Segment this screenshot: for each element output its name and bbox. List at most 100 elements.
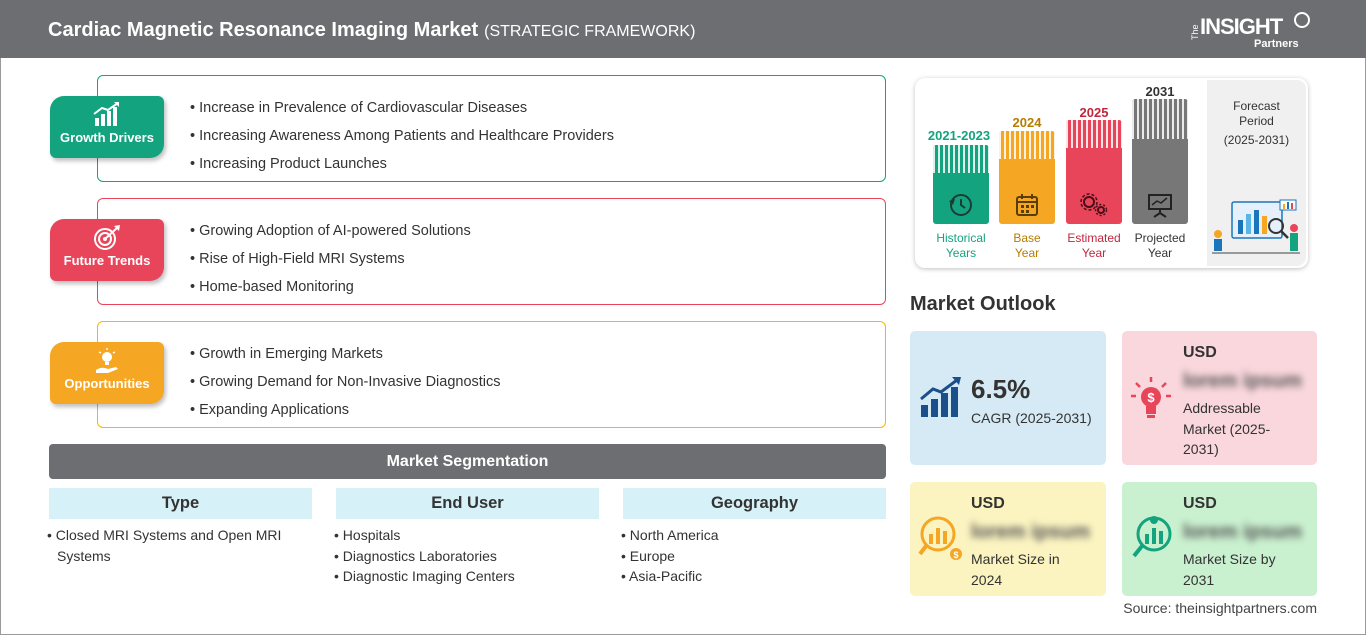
page-title: Cardiac Magnetic Resonance Imaging Marke… bbox=[48, 19, 695, 42]
analytics-illustration-icon bbox=[1212, 199, 1300, 254]
label-line: 2031 bbox=[1183, 571, 1215, 588]
magnifier-chart-icon: $ bbox=[918, 516, 962, 560]
market-size-2024-tile: USD lorem ipsum $ Market Size in 2024 bbox=[910, 482, 1106, 596]
calendar-icon bbox=[1016, 194, 1038, 216]
bar-stripes bbox=[1066, 120, 1122, 148]
label-line: Market Size by bbox=[1183, 551, 1276, 567]
segment-heading-type: Type bbox=[49, 488, 312, 519]
year-label-historical: 2021-2023 bbox=[927, 128, 991, 143]
future-trends-list: Growing Adoption of AI-powered Solutions… bbox=[190, 217, 471, 301]
list-item: Rise of High-Field MRI Systems bbox=[190, 245, 471, 273]
label-line: 2024 bbox=[971, 571, 1003, 588]
label-line: Market (2025- bbox=[1183, 420, 1271, 437]
source-credit: Source: theinsightpartners.com bbox=[1123, 600, 1317, 616]
page-subtitle: (STRATEGIC FRAMEWORK) bbox=[484, 23, 696, 40]
list-item: Diagnostics Laboratories bbox=[334, 546, 599, 567]
opportunities-box: Growth in Emerging Markets Growing Deman… bbox=[97, 321, 886, 428]
caption-line: Estimated bbox=[1067, 231, 1121, 245]
list-item: Growing Adoption of AI-powered Solutions bbox=[190, 217, 471, 245]
segment-list-type: Closed MRI Systems and Open MRI Systems bbox=[47, 525, 312, 566]
target-icon bbox=[94, 225, 120, 250]
cagr-tile: 6.5% CAGR (2025-2031) bbox=[910, 331, 1106, 465]
list-item: Expanding Applications bbox=[190, 396, 501, 424]
list-item: Asia-Pacific bbox=[621, 566, 886, 587]
bar-projected bbox=[1132, 99, 1188, 224]
forecast-label-2: Period bbox=[1239, 114, 1274, 128]
bar-historical bbox=[933, 145, 989, 224]
caption-historical: Historical Years bbox=[919, 231, 1003, 261]
list-item: Increase in Prevalence of Cardiovascular… bbox=[190, 94, 614, 122]
opportunities-list: Growth in Emerging Markets Growing Deman… bbox=[190, 340, 501, 424]
caption-line: Year bbox=[1147, 246, 1173, 260]
growth-drivers-badge: Growth Drivers bbox=[50, 96, 164, 158]
caption-projected: Projected Year bbox=[1128, 231, 1192, 261]
badge-label: Future Trends bbox=[63, 253, 151, 268]
segmentation-title: Market Segmentation bbox=[49, 444, 886, 479]
opportunities-badge: Opportunities bbox=[50, 342, 164, 404]
currency-label: USD bbox=[1183, 344, 1217, 361]
year-label-estimated: 2025 bbox=[1079, 105, 1109, 120]
list-item: Hospitals bbox=[334, 525, 599, 546]
label-line: Addressable bbox=[1183, 400, 1261, 416]
addressable-market-tile: USD lorem ipsum $ Addressable Market (20… bbox=[1122, 331, 1317, 465]
logo-the: The bbox=[1190, 24, 1200, 40]
market-size-2024-label: Market Size in 2024 bbox=[971, 549, 1060, 590]
growth-drivers-list: Increase in Prevalence of Cardiovascular… bbox=[190, 94, 614, 178]
forecast-label-1: Forecast bbox=[1233, 99, 1280, 113]
growth-drivers-box: Increase in Prevalence of Cardiovascular… bbox=[97, 75, 886, 182]
market-outlook-title: Market Outlook bbox=[910, 293, 1056, 315]
list-item: Increasing Awareness Among Patients and … bbox=[190, 122, 614, 150]
lightbulb-dollar-icon: $ bbox=[1131, 377, 1171, 418]
caption-line: Year bbox=[1081, 246, 1107, 260]
list-item: Increasing Product Launches bbox=[190, 150, 614, 178]
segment-list-end-user: Hospitals Diagnostics Laboratories Diagn… bbox=[334, 525, 599, 587]
lightbulb-hand-icon bbox=[96, 348, 118, 373]
caption-estimated: Estimated Year bbox=[1059, 231, 1129, 261]
badge-label: Growth Drivers bbox=[60, 130, 154, 145]
blurred-value: lorem ipsum bbox=[971, 521, 1090, 543]
logo-partners: Partners bbox=[1254, 38, 1299, 50]
segment-heading-geography: Geography bbox=[623, 488, 886, 519]
caption-base: Base Year bbox=[999, 231, 1055, 261]
cagr-value: 6.5% bbox=[971, 374, 1031, 404]
label-line: 2031) bbox=[1183, 441, 1219, 457]
currency-label: USD bbox=[971, 495, 1005, 512]
logo-ring-icon bbox=[1294, 12, 1310, 28]
blurred-value: lorem ipsum bbox=[1183, 521, 1302, 543]
page-title-text: Cardiac Magnetic Resonance Imaging Marke… bbox=[48, 19, 479, 41]
caption-line: Historical bbox=[936, 231, 986, 245]
logo-main: INSIGHT bbox=[1200, 14, 1283, 39]
header-bar: Cardiac Magnetic Resonance Imaging Marke… bbox=[0, 0, 1366, 58]
bar-stripes bbox=[1132, 99, 1188, 139]
blurred-value: lorem ipsum bbox=[1183, 370, 1302, 392]
cagr-label: CAGR (2025-2031) bbox=[971, 410, 1092, 426]
year-label-base: 2024 bbox=[1012, 115, 1042, 130]
future-trends-box: Growing Adoption of AI-powered Solutions… bbox=[97, 198, 886, 305]
year-label-projected: 2031 bbox=[1145, 84, 1175, 99]
caption-line: Base bbox=[1013, 231, 1041, 245]
gears-icon bbox=[1080, 193, 1108, 217]
bar-estimated bbox=[1066, 120, 1122, 224]
market-size-2031-label: Market Size by 2031 bbox=[1183, 549, 1276, 590]
svg-text:$: $ bbox=[953, 550, 958, 560]
svg-text:$: $ bbox=[1147, 390, 1155, 405]
bar-stripes bbox=[933, 145, 989, 173]
bar-base bbox=[999, 131, 1055, 224]
segment-heading-end-user: End User bbox=[336, 488, 599, 519]
market-size-2031-tile: USD lorem ipsum Market Size by 2031 bbox=[1122, 482, 1317, 596]
label-line: Market Size in bbox=[971, 551, 1060, 567]
history-icon bbox=[949, 194, 972, 216]
list-item: Closed MRI Systems and Open MRI Systems bbox=[47, 525, 312, 566]
list-item: North America bbox=[621, 525, 886, 546]
list-item: Growth in Emerging Markets bbox=[190, 340, 501, 368]
forecast-label-3: (2025-2031) bbox=[1223, 133, 1290, 147]
list-item: Home-based Monitoring bbox=[190, 273, 471, 301]
growth-chart-icon bbox=[920, 377, 961, 417]
list-item: Europe bbox=[621, 546, 886, 567]
growth-chart-icon bbox=[93, 102, 119, 126]
magnifier-chart-icon bbox=[1132, 516, 1172, 558]
bar-stripes bbox=[999, 131, 1055, 159]
insight-partners-logo: The INSIGHT Partners bbox=[1190, 10, 1320, 54]
caption-line: Years bbox=[945, 246, 977, 260]
caption-line: Year bbox=[1014, 246, 1040, 260]
